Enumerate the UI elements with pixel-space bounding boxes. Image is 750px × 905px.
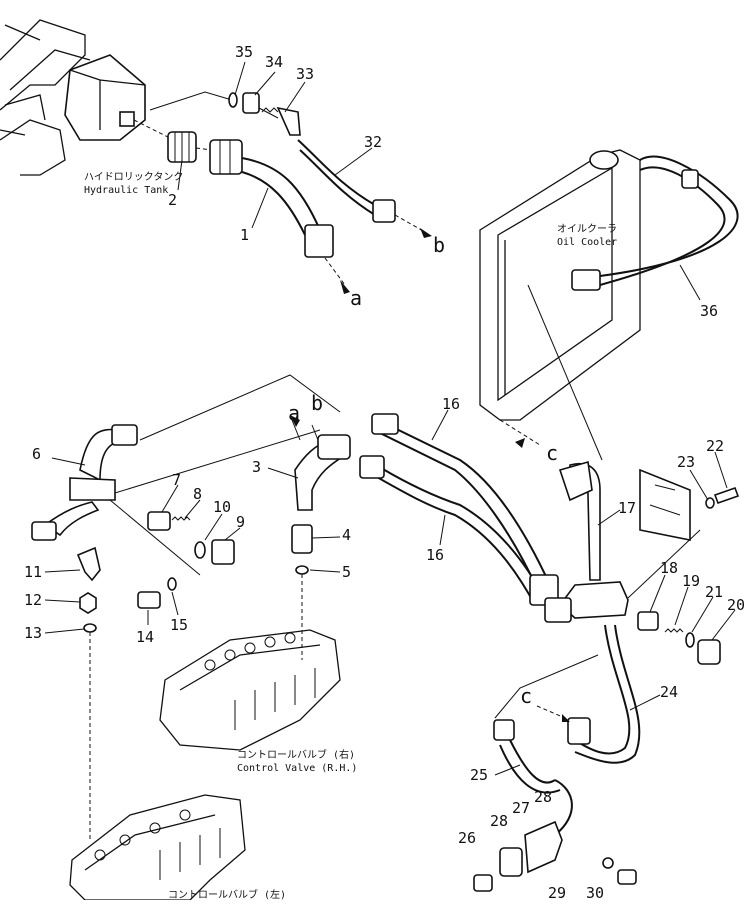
hoses-24-25: [493, 624, 641, 836]
control-valve-lh: コントロールバルブ (左): [69, 794, 286, 901]
hose-32-assembly: [149, 91, 432, 238]
part-number: 28: [490, 812, 508, 830]
part-number: 9: [236, 513, 245, 531]
part-number: 2: [168, 191, 177, 209]
parts-26-31: [473, 820, 637, 892]
part-number: 16: [442, 395, 460, 413]
part-number: 28: [534, 788, 552, 806]
part-number: 17: [618, 499, 636, 517]
part-number: 21: [705, 583, 723, 601]
part-number: 6: [32, 445, 41, 463]
control-valve-rh-jp-label: コントロールバルブ (右): [237, 748, 355, 761]
part-number: 4: [342, 526, 351, 544]
part-number: 26: [458, 829, 476, 847]
connection-label-c-1: c: [546, 441, 558, 465]
control-valve-rh-en-label: Control Valve (R.H.): [237, 763, 357, 774]
hydraulic-tank-en-label: Hydraulic Tank: [84, 185, 168, 196]
part-number: 36: [700, 302, 718, 320]
part-number: 16: [426, 546, 444, 564]
connection-label-a-2: a: [288, 401, 300, 425]
part-number: 8: [193, 485, 202, 503]
part-number: 18: [660, 559, 678, 577]
parts-18-21: [637, 611, 721, 665]
part-number: 27: [512, 799, 530, 817]
part-number: 19: [682, 572, 700, 590]
part-number: 5: [342, 563, 351, 581]
part-number: 29: [548, 884, 566, 900]
part-number: 22: [706, 437, 724, 455]
control-valve-lh-jp-label: コントロールバルブ (左): [168, 888, 286, 900]
part-number: 12: [24, 591, 42, 609]
part-number: 7: [172, 471, 181, 489]
parts-7-10-9: [147, 511, 235, 565]
connection-letters: a b a b c c: [288, 233, 570, 722]
part-number: 35: [235, 43, 253, 61]
part-number: 10: [213, 498, 231, 516]
tank-fittings: [133, 119, 350, 294]
part-number: 13: [24, 624, 42, 642]
part-number: 25: [470, 766, 488, 784]
leader-lines: [44, 61, 736, 776]
hydraulic-tank-jp-label: ハイドロリックタンク: [84, 171, 183, 183]
connection-label-b-2: b: [311, 391, 323, 415]
connection-label-c-2: c: [520, 684, 532, 708]
connection-label-a-1: a: [350, 286, 362, 310]
oil-cooler-jp-label: オイルクーラ: [557, 223, 617, 235]
part-number: 34: [265, 53, 283, 71]
parts-11-15: [76, 546, 177, 840]
control-valve-rh: コントロールバルブ (右) Control Valve (R.H.): [159, 629, 357, 774]
part-number: 1: [240, 226, 249, 244]
block-17-assembly: [527, 284, 740, 623]
part-number: 14: [136, 628, 154, 646]
part-number: 23: [677, 453, 695, 471]
part-number: 3: [252, 458, 261, 476]
part-number: 11: [24, 563, 42, 581]
part-number: 15: [170, 616, 188, 634]
part-number: 24: [660, 683, 678, 701]
part-number: 20: [727, 596, 745, 614]
hoses-16: [359, 413, 559, 606]
part-numbers: 35 34 33 32 2 1 36 16 16 17 22 23 18 19 …: [24, 43, 745, 902]
part-number: 32: [364, 133, 382, 151]
pipe-6-assembly: [31, 374, 341, 576]
part-number: 33: [296, 65, 314, 83]
part-number: 30: [586, 884, 604, 900]
hydraulic-tank: ハイドロリックタンク Hydraulic Tank: [0, 19, 183, 196]
oil-cooler-en-label: Oil Cooler: [557, 237, 617, 248]
elbow-3-assembly: [290, 415, 351, 660]
connection-label-b-1: b: [433, 233, 445, 257]
oil-cooler: オイルクーラ Oil Cooler: [479, 149, 739, 448]
